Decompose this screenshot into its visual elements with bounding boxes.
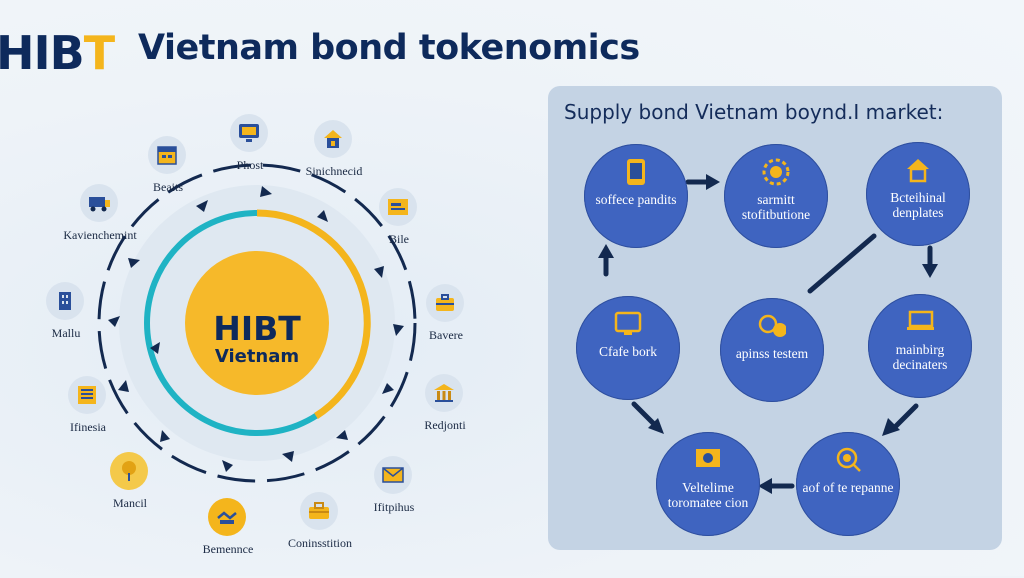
padlock-house-icon bbox=[314, 120, 352, 158]
ring-node-redjonti[interactable]: Redjonti bbox=[385, 374, 505, 454]
ring-node-label: Kavienchemint bbox=[63, 228, 137, 242]
envelope-icon bbox=[374, 456, 412, 494]
ring-node-sinichnecid[interactable]: Sinichnecid bbox=[274, 120, 394, 200]
ledger-icon bbox=[68, 376, 106, 414]
arrow-4-1 bbox=[598, 244, 614, 258]
flow-step-label: soffece pandits bbox=[595, 192, 677, 207]
flow-step-label: Bcteihinal denplates bbox=[890, 190, 946, 220]
ring-node-label: Bile bbox=[389, 232, 409, 246]
tree-icon bbox=[110, 452, 148, 490]
building-icon bbox=[46, 282, 84, 320]
arrow-6-8 bbox=[882, 418, 900, 436]
flow-step-soffece[interactable]: soffece pandits bbox=[584, 144, 688, 248]
ring-node-label: Mancil bbox=[113, 496, 147, 510]
ring-node-kavienchemint[interactable]: Kavienchemint bbox=[40, 184, 160, 264]
calendar-icon bbox=[148, 136, 186, 174]
flow-step-denplates[interactable]: Bcteihinal denplates bbox=[866, 142, 970, 246]
flow-step-label: aof of te repanne bbox=[802, 480, 894, 495]
ring-node-coninsstition[interactable]: Coninsstition bbox=[260, 492, 380, 572]
flow-step-apinss-testem[interactable]: apinss testem bbox=[720, 298, 824, 402]
bank-icon bbox=[425, 374, 463, 412]
ring-node-label: Mallu bbox=[51, 326, 81, 340]
ring-node-ifitpihus[interactable]: Ifitpihus bbox=[334, 456, 454, 536]
gold-arc bbox=[256, 209, 371, 419]
orbit-ring bbox=[97, 163, 417, 483]
flow-arrows bbox=[598, 174, 938, 494]
ring-node-bavere[interactable]: Bavere bbox=[386, 284, 506, 364]
arrow-3-5 bbox=[807, 233, 877, 294]
ring-node-label: Phost bbox=[236, 158, 264, 172]
arrow-3-6 bbox=[922, 264, 938, 278]
ring-node-label: Redjonti bbox=[424, 418, 466, 432]
flow-step-decinaters[interactable]: mainbirg decinaters bbox=[868, 294, 972, 398]
ring-node-mancil[interactable]: Mancil bbox=[70, 452, 190, 532]
hub-subtitle: Vietnam bbox=[214, 346, 300, 367]
flow-step-repanne[interactable]: aof of te repanne bbox=[796, 432, 900, 536]
flow-step-label: sarmitt stofitbutione bbox=[741, 192, 811, 222]
flow-step-label: apinss testem bbox=[735, 346, 809, 361]
coins-icon bbox=[758, 312, 786, 340]
ring-node-phost[interactable]: Phost bbox=[190, 114, 310, 194]
ring-graphic bbox=[97, 163, 417, 483]
search-coins-icon bbox=[834, 446, 862, 474]
ring-node-label: Sinichnecid bbox=[305, 164, 363, 178]
hub-circle bbox=[185, 251, 329, 395]
display-icon bbox=[694, 446, 722, 474]
hub-title: HIBT bbox=[213, 309, 301, 348]
ring-node-mallu[interactable]: Mallu bbox=[6, 282, 126, 362]
panel-title: Supply bond Vietnam boynd.I market: bbox=[564, 100, 944, 124]
screen-icon bbox=[614, 310, 642, 338]
ring-node-ifinesia[interactable]: Ifinesia bbox=[28, 376, 148, 456]
toolbox-icon bbox=[300, 492, 338, 530]
flow-step-stofitbutione[interactable]: sarmitt stofitbutione bbox=[724, 144, 828, 248]
ring-node-beaits[interactable]: Beaits bbox=[108, 136, 228, 216]
house-icon bbox=[904, 156, 932, 184]
ecosystem-ring-diagram: HIBT Vietnam Phost Sinichnecid Bile Bave… bbox=[0, 90, 520, 576]
monitor-icon bbox=[230, 114, 268, 152]
page-title: Vietnam bond tokenomics bbox=[138, 28, 640, 68]
document-icon bbox=[379, 188, 417, 226]
arrow-8-7 bbox=[758, 478, 772, 494]
ring-node-label: Bavere bbox=[429, 328, 463, 342]
ring-node-label: Beaits bbox=[153, 180, 183, 194]
ring-node-label: Ifinesia bbox=[70, 420, 106, 434]
ring-node-bemennce[interactable]: Bemennce bbox=[168, 498, 288, 578]
supply-flow-panel: Supply bond Vietnam boynd.I market: soff… bbox=[548, 86, 1002, 550]
ring-node-label: Ifitpihus bbox=[373, 500, 415, 514]
flow-step-label: mainbirg decinaters bbox=[892, 342, 948, 372]
hub-label: HIBT Vietnam bbox=[187, 312, 327, 368]
handshake-icon bbox=[208, 498, 246, 536]
flow-step-label: Veltelime toromatee cion bbox=[667, 480, 749, 510]
ring-node-bile[interactable]: Bile bbox=[339, 188, 459, 268]
vehicle-icon bbox=[80, 184, 118, 222]
flow-step-cfafe-bork[interactable]: Cfafe bork bbox=[576, 296, 680, 400]
briefcase-icon bbox=[426, 284, 464, 322]
flow-step-toromatee[interactable]: Veltelime toromatee cion bbox=[656, 432, 760, 536]
ring-node-label: Bemennce bbox=[202, 542, 254, 556]
tablet-icon bbox=[622, 158, 650, 186]
hibt-logo: HIBT bbox=[0, 26, 115, 80]
laptop-icon bbox=[906, 308, 934, 336]
ring-node-label: Coninsstition bbox=[287, 536, 352, 550]
coin-gear-icon bbox=[762, 158, 790, 186]
orbit-arrows bbox=[108, 186, 404, 472]
flow-step-label: Cfafe bork bbox=[598, 344, 658, 359]
arrow-4-7 bbox=[648, 418, 664, 434]
